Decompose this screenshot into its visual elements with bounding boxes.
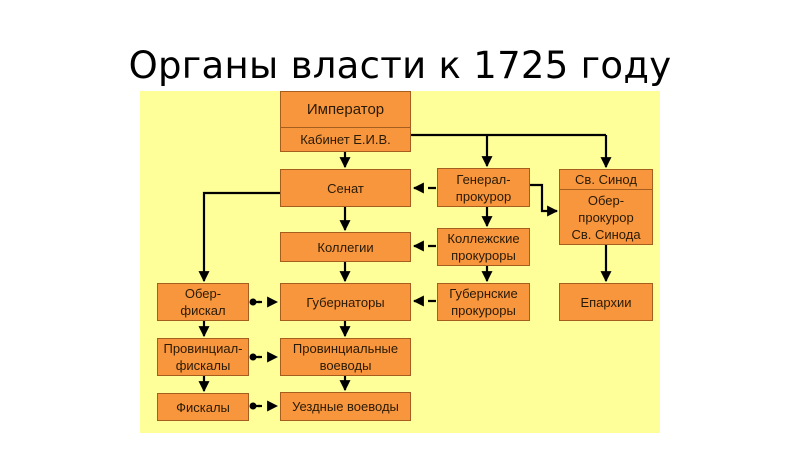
node-district-voivodes-label: Уездные воеводы (292, 399, 399, 414)
node-chief-fiscal: Обер- фискал (157, 283, 249, 321)
node-district-voivodes: Уездные воеводы (280, 392, 411, 421)
line: Обер- (587, 192, 625, 208)
node-governors: Губернаторы (280, 283, 411, 321)
line: прокурор (578, 209, 634, 225)
node-emperor-cabinet: Император Кабинет Е.И.В. (280, 91, 411, 152)
node-collegia: Коллегии (280, 232, 411, 262)
line: Провинциальные (292, 341, 399, 356)
line: фискалы (175, 358, 231, 373)
line: Губернские (449, 286, 518, 301)
node-eparchies: Епархии (559, 283, 653, 321)
line: Провинциал- (163, 341, 243, 356)
line: прокуроры (451, 303, 516, 318)
slide-title: Органы власти к 1725 году (128, 44, 672, 87)
node-provincial-fiscals: Провинциал- фискалы (157, 338, 249, 376)
node-synod-chief-prosecutor: Обер- прокурор Св. Синода (560, 190, 652, 244)
line: прокуроры (451, 248, 516, 263)
line: воеводы (319, 358, 372, 373)
node-fiscals-label: Фискалы (176, 399, 230, 415)
line: прокурор (455, 188, 512, 204)
line: Генерал- (456, 171, 511, 187)
node-provincial-voivodes: Провинциальные воеводы (280, 338, 411, 376)
line: фискал (180, 303, 226, 318)
line: Коллежские (447, 231, 520, 246)
node-governors-label: Губернаторы (306, 294, 385, 310)
node-gubernia-prosecutors: Губернские прокуроры (437, 283, 530, 321)
node-eparchies-label: Епархии (580, 294, 632, 310)
line: Св. Синода (571, 226, 641, 242)
node-synod-group: Св. Синод Обер- прокурор Св. Синода (559, 169, 653, 245)
node-emperor: Император (281, 92, 410, 128)
node-senate-label: Сенат (327, 180, 364, 196)
node-synod: Св. Синод (560, 170, 652, 190)
node-cabinet: Кабинет Е.И.В. (300, 132, 391, 147)
node-collegia-label: Коллегии (317, 239, 374, 255)
node-fiscals: Фискалы (157, 393, 249, 421)
node-prosecutor-general: Генерал- прокурор (437, 168, 530, 207)
node-collegium-prosecutors: Коллежские прокуроры (437, 228, 530, 266)
node-senate: Сенат (280, 169, 411, 207)
line: Обер- (184, 286, 222, 301)
